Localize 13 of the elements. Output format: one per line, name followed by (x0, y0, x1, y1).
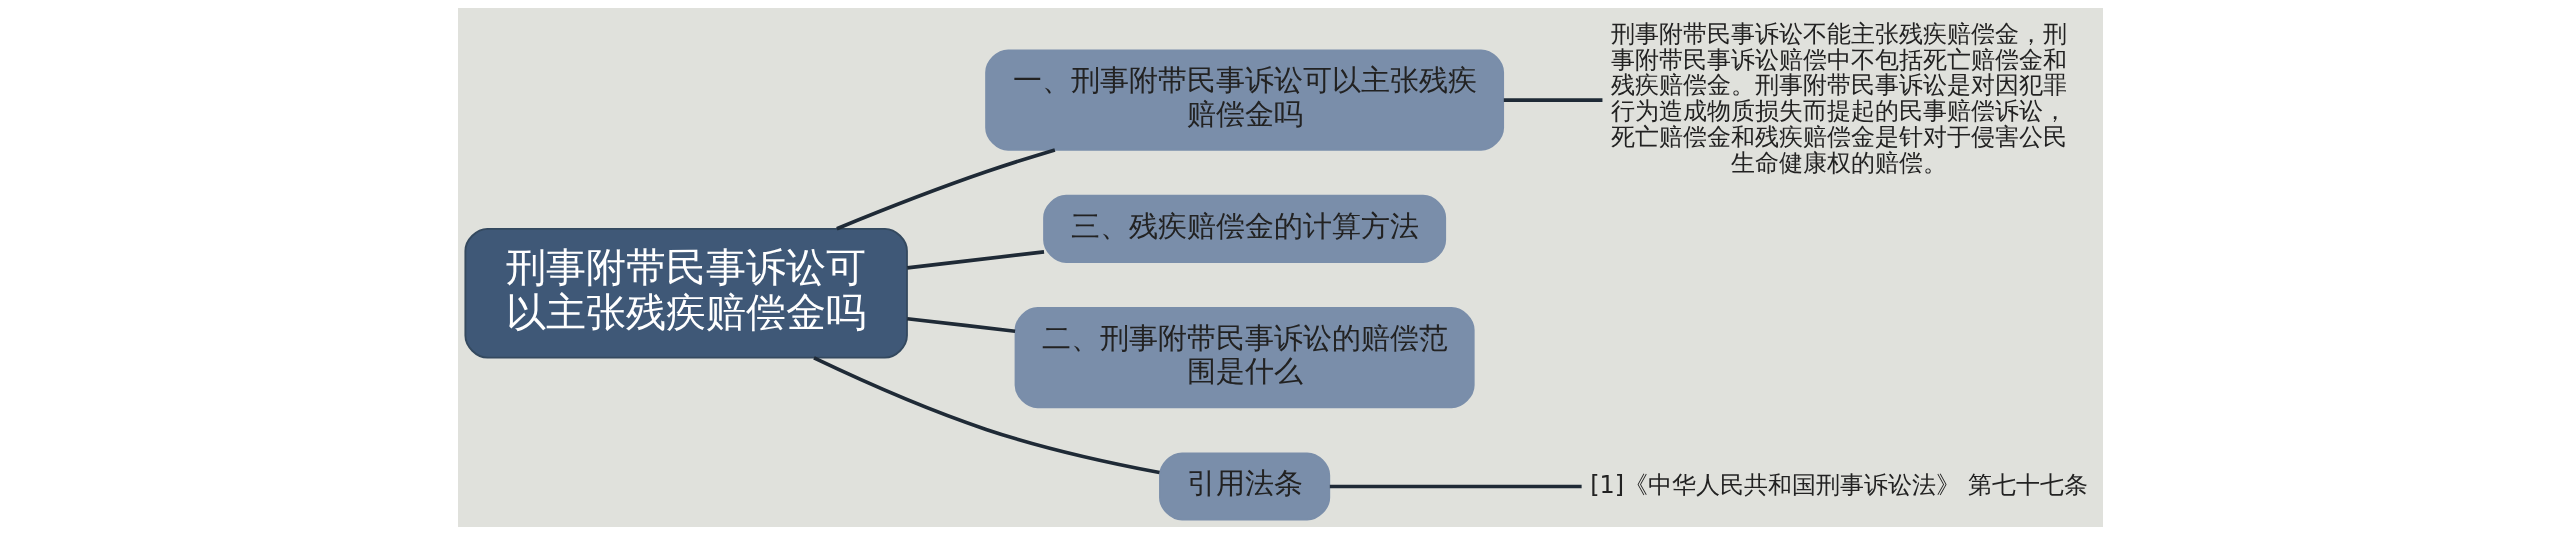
node-box: 引用法条 (1158, 452, 1330, 521)
node-box: 二、刑事附带民事诉讼的赔偿范围是什么 (1014, 307, 1475, 409)
connector (1503, 98, 1602, 102)
connector (812, 356, 1160, 475)
connector (1329, 484, 1582, 489)
node-text: [1]《中华人民共和国刑事诉讼法》 第七十七条 (1589, 470, 2088, 499)
connector (906, 250, 1044, 270)
node-text: 刑事附带民事诉讼不能主张残疾赔偿金，刑事附带民事诉讼赔偿中不包括死亡赔偿金和残疾赔偿金。刑事附带民事诉讼是对因犯罪行为造成物质损失而提起的民事赔偿诉讼，死亡赔偿金和残疾赔偿金是针对于侵害公民生命健康权的赔偿。 (1610, 19, 2067, 177)
node-box: 一、刑事附带民事诉讼可以主张残疾赔偿金吗 (984, 49, 1504, 151)
connector (906, 316, 1015, 334)
node-box: 三、残疾赔偿金的计算方法 (1042, 194, 1446, 263)
node-box: 刑事附带民事诉讼可以主张残疾赔偿金吗 (463, 227, 908, 359)
connector (835, 148, 1055, 231)
